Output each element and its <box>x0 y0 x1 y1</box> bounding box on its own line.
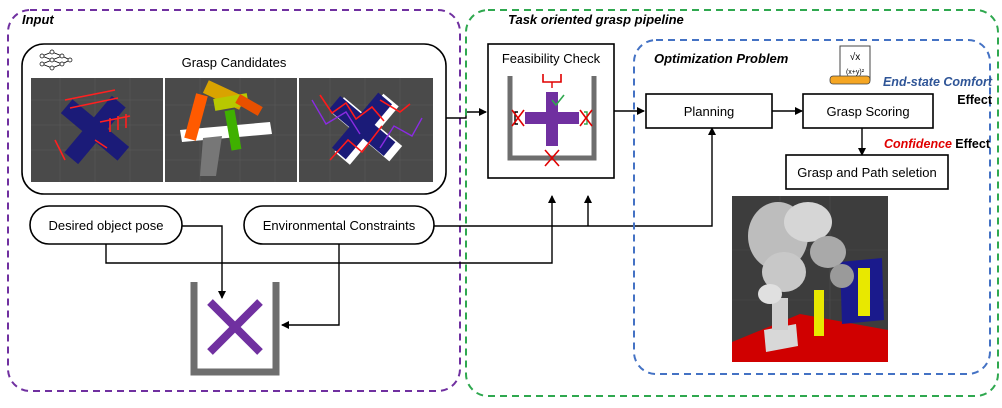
optimization-section-border <box>633 39 991 375</box>
desired-pose-to-goal-arrow <box>182 225 226 299</box>
input-section-title: Input <box>22 12 54 27</box>
environmental-constraints-label: Environmental Constraints <box>263 218 416 233</box>
desired-pose-to-feasibility-line <box>105 195 556 264</box>
svg-text:√x: √x <box>850 51 861 63</box>
grasp-candidate-image-3 <box>299 78 433 182</box>
constraints-to-pipeline-line <box>434 127 716 227</box>
robot-simulation-image <box>732 196 888 362</box>
grasp-scoring-label: Grasp Scoring <box>826 104 909 119</box>
grasp-candidate-image-1 <box>31 78 163 182</box>
end-state-comfort-label: End-state Comfort <box>883 75 993 89</box>
optimization-section-title: Optimization Problem <box>654 51 789 66</box>
constraints-to-goal-arrow <box>281 244 340 329</box>
input-section-border <box>7 9 461 392</box>
planning-label: Planning <box>684 104 735 119</box>
confidence-effect-label: Effect <box>955 137 991 151</box>
desired-object-pose-label: Desired object pose <box>49 218 164 233</box>
grasp-candidates-label: Grasp Candidates <box>182 55 287 70</box>
end-state-effect-label: Effect <box>957 93 993 107</box>
grasp-path-selection-label: Grasp and Path seletion <box>797 165 936 180</box>
feasibility-check-label: Feasibility Check <box>502 51 601 66</box>
formula-document-icon: √x (x+y)² <box>829 45 871 85</box>
pipeline-section-border <box>465 9 999 397</box>
feasibility-container-icon <box>507 74 597 167</box>
goal-container-icon <box>190 282 280 376</box>
planning-box <box>645 93 773 129</box>
grasp-scoring-box <box>802 93 934 129</box>
grasp-path-selection-box <box>785 154 949 190</box>
neural-network-icon <box>39 49 73 71</box>
svg-text:(x+y)²: (x+y)² <box>846 69 865 76</box>
confidence-label: Confidence <box>884 137 952 151</box>
pipeline-section-title: Task oriented grasp pipeline <box>508 12 684 27</box>
grasp-candidate-image-2 <box>165 78 297 182</box>
